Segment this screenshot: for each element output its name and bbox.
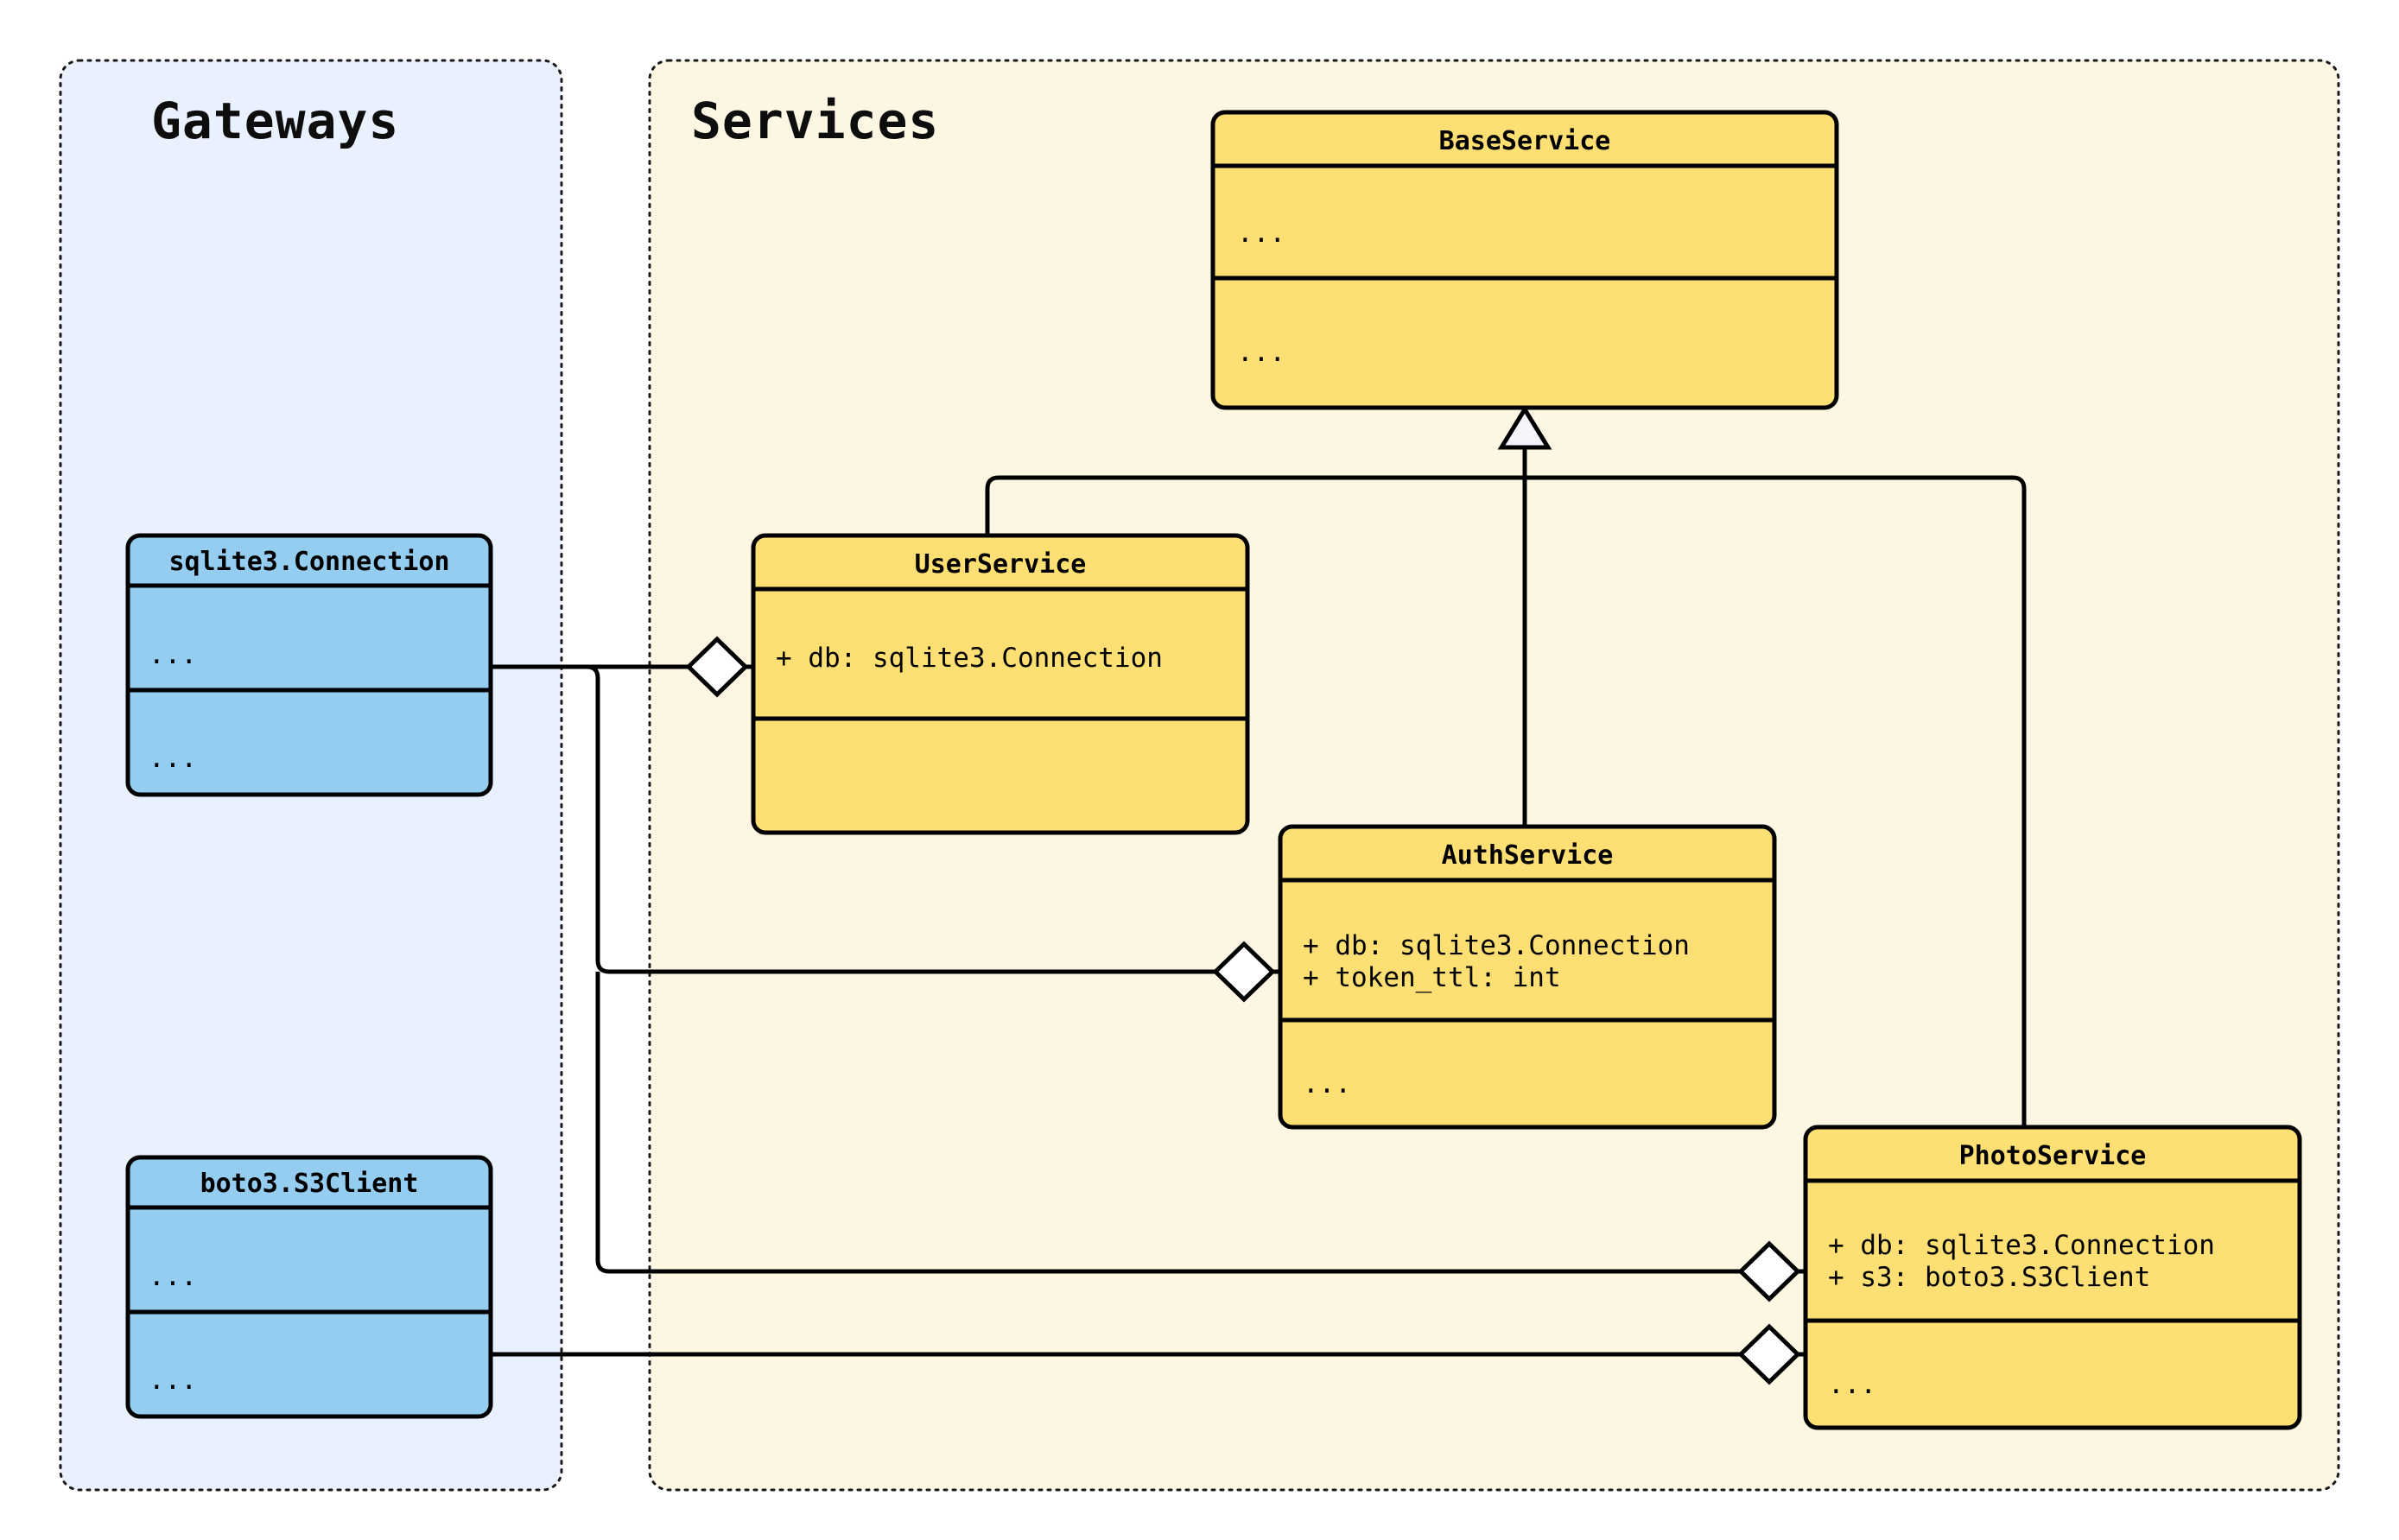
class-boto3-s3client[interactable]: boto3.S3Client ... ... [125,1155,493,1419]
edge-boto3-to-photoservice[interactable] [491,1323,1806,1385]
class-userservice[interactable]: UserService + db: sqlite3.Connection [751,533,1250,835]
class-boto3-s3client-method: ... [149,1365,197,1396]
class-photoservice-frame [1803,1125,2302,1430]
class-sqlite3-connection-title: sqlite3.Connection [168,547,449,577]
edge-generalization-bus[interactable] [985,405,2027,1127]
class-sqlite3-connection-method: ... [149,743,197,774]
class-authservice-attribute: + db: sqlite3.Connection [1303,930,1690,961]
class-userservice-attribute: + db: sqlite3.Connection [776,643,1163,674]
class-boto3-s3client-attribute: ... [149,1261,197,1292]
class-sqlite3-connection[interactable]: sqlite3.Connection ... ... [125,533,493,797]
class-userservice-frame [751,533,1250,835]
generalization-arrowhead-icon [1497,405,1552,450]
class-baseservice-frame [1210,110,1839,410]
class-sqlite3-connection-attribute: ... [149,639,197,670]
class-baseservice-attribute: ... [1237,218,1285,249]
class-boto3-s3client-frame [125,1155,493,1419]
class-photoservice-attribute: + s3: boto3.S3Client [1828,1262,2150,1293]
class-baseservice-title: BaseService [1439,126,1611,156]
class-boto3-s3client-title: boto3.S3Client [200,1169,419,1199]
class-photoservice-attribute: + db: sqlite3.Connection [1828,1230,2215,1261]
edge-sqlite3-to-userservice[interactable] [491,636,753,698]
class-authservice-title: AuthService [1442,840,1614,871]
class-sqlite3-connection-frame [125,533,493,797]
generalization-bar-left [985,475,1525,536]
class-baseservice[interactable]: BaseService ... ... [1210,110,1839,410]
edge-line [586,664,1215,974]
class-baseservice-method: ... [1237,337,1285,368]
class-authservice-method: ... [1303,1068,1351,1100]
generalization-bar-right [1525,475,2027,1127]
class-authservice-attribute: + token_ttl: int [1303,962,1561,993]
package-services-title: Services [691,92,939,150]
class-userservice-title: UserService [915,549,1087,580]
edge-line [595,972,1741,1274]
class-photoservice[interactable]: PhotoService + db: sqlite3.Connection + … [1803,1125,2302,1430]
class-authservice[interactable]: AuthService + db: sqlite3.Connection + t… [1278,824,1777,1130]
class-photoservice-method: ... [1828,1369,1876,1400]
class-authservice-frame [1278,824,1777,1130]
edge-sqlite3-to-photoservice[interactable] [595,972,1806,1302]
package-gateways-title: Gateways [151,92,399,150]
edge-sqlite3-to-authservice[interactable] [586,664,1280,1003]
class-photoservice-title: PhotoService [1959,1141,2147,1171]
